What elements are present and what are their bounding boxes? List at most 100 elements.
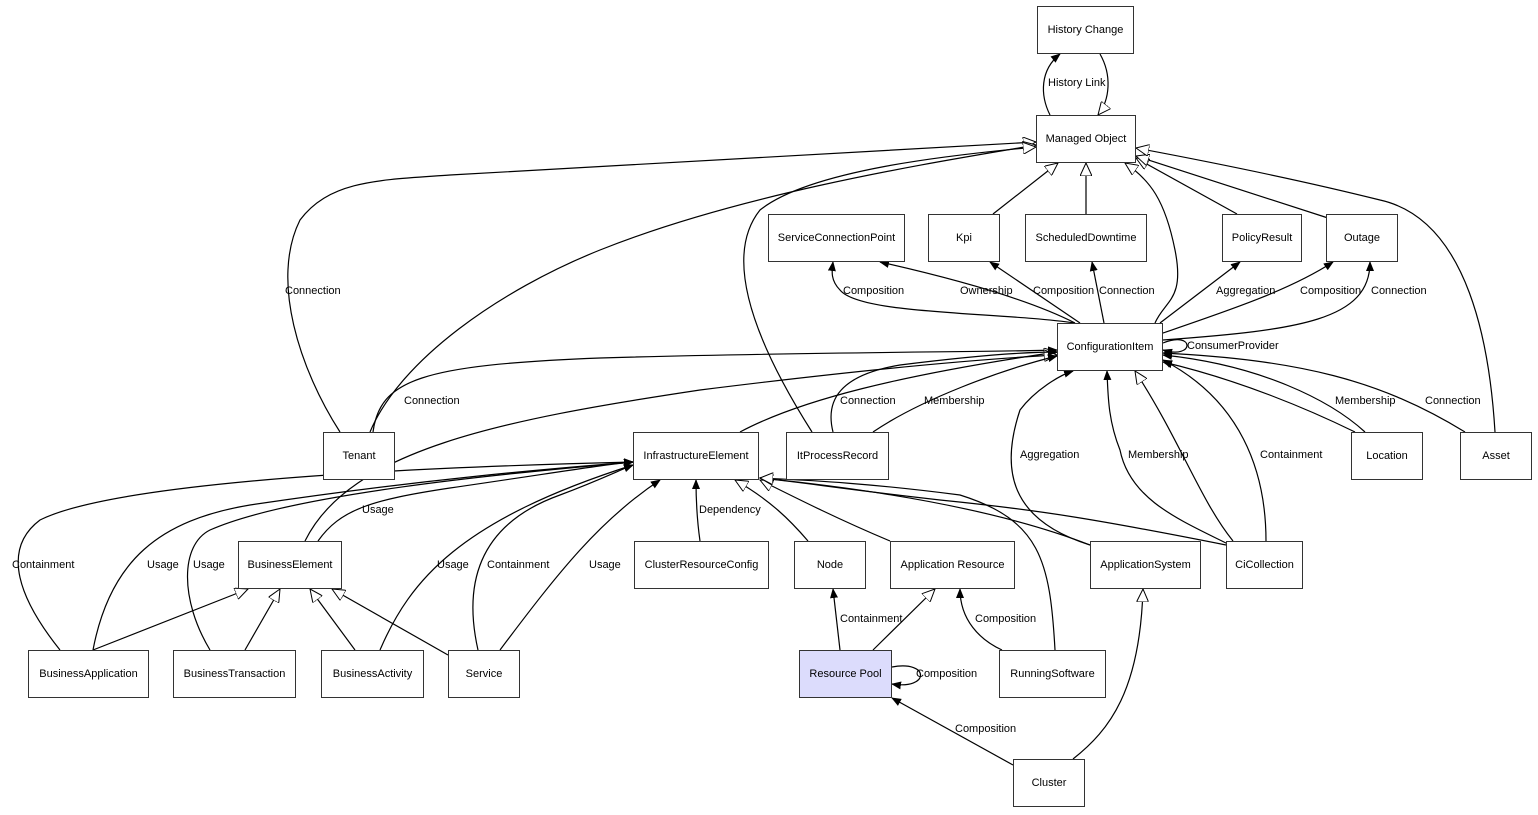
node-business-element[interactable]: BusinessElement — [238, 541, 342, 589]
edge-cluster-to-resource-pool — [891, 697, 1014, 766]
edge-business-element-to-infrastructure-element — [317, 458, 634, 542]
node-label: Location — [1366, 450, 1408, 462]
node-it-process-record[interactable]: ItProcessRecord — [786, 432, 889, 480]
edge-configuration-item-to-managed-object — [1125, 163, 1179, 324]
node-cluster[interactable]: Cluster — [1013, 759, 1085, 807]
edge-business-application-to-infrastructure-element — [17, 458, 634, 651]
node-tenant[interactable]: Tenant — [323, 432, 395, 480]
node-ci-collection[interactable]: CiCollection — [1226, 541, 1303, 589]
node-history-change[interactable]: History Change — [1037, 6, 1134, 54]
node-business-activity[interactable]: BusinessActivity — [321, 650, 424, 698]
edge-label: Connection — [404, 395, 460, 407]
edge-label: Composition — [1033, 285, 1095, 297]
node-label: ApplicationSystem — [1100, 559, 1191, 571]
node-scheduled-downtime[interactable]: ScheduledDowntime — [1025, 214, 1147, 262]
edge-it-process-record-to-configuration-item — [830, 348, 1058, 433]
edge-managed-object-to-history-change — [1042, 53, 1061, 116]
edge-node-to-infrastructure-element — [735, 480, 809, 542]
edge-label: Composition — [955, 723, 1017, 735]
edge-label: History Link — [1048, 77, 1106, 89]
node-label: ItProcessRecord — [796, 450, 879, 462]
node-label: PolicyResult — [1231, 232, 1293, 244]
node-label: Service — [465, 668, 503, 680]
node-outage[interactable]: Outage — [1326, 214, 1398, 262]
edge-label: Aggregation — [1216, 285, 1276, 297]
edge-label: Ownership — [960, 285, 1013, 297]
edge-business-activity-to-infrastructure-element — [379, 463, 634, 651]
edge-configuration-item-to-outage — [1162, 261, 1334, 334]
edge-resource-pool-to-application-resource — [872, 589, 935, 651]
node-node[interactable]: Node — [794, 541, 866, 589]
node-cluster-resource-config[interactable]: ClusterResourceConfig — [634, 541, 769, 589]
node-label: Node — [816, 559, 844, 571]
edge-label: Membership — [1128, 449, 1189, 461]
edge-configuration-item-to-kpi — [989, 261, 1081, 324]
edge-label: Connection — [1425, 395, 1481, 407]
edge-label: Usage — [147, 559, 179, 571]
node-location[interactable]: Location — [1351, 432, 1423, 480]
node-label: BusinessApplication — [39, 668, 138, 680]
node-asset[interactable]: Asset — [1460, 432, 1532, 480]
edge-configuration-item-to-configuration-item — [1162, 339, 1188, 357]
edge-configuration-item-to-service-connection-point — [827, 261, 1076, 324]
edge-business-activity-to-business-element — [310, 589, 356, 651]
edge-label: Usage — [589, 559, 621, 571]
node-business-application[interactable]: BusinessApplication — [28, 650, 149, 698]
edge-history-change-to-managed-object — [1098, 53, 1108, 115]
node-label: RunningSoftware — [1010, 668, 1095, 680]
edge-label: Composition — [1300, 285, 1362, 297]
edge-configuration-item-to-outage — [1162, 261, 1374, 341]
node-label: BusinessTransaction — [183, 668, 286, 680]
edge-label: Composition — [975, 613, 1037, 625]
node-label: ClusterResourceConfig — [644, 559, 759, 571]
edge-outage-to-managed-object — [1136, 156, 1329, 219]
node-application-system[interactable]: ApplicationSystem — [1090, 541, 1201, 589]
node-configuration-item[interactable]: ConfigurationItem — [1057, 323, 1163, 371]
node-infrastructure-element[interactable]: InfrastructureElement — [633, 432, 759, 480]
edge-label: Connection — [1099, 285, 1155, 297]
edge-kpi-to-managed-object — [992, 163, 1058, 215]
node-label: Application Resource — [900, 559, 1005, 571]
edge-configuration-item-to-service-connection-point — [879, 260, 1076, 324]
edge-ci-collection-to-configuration-item — [1162, 359, 1267, 542]
edge-it-process-record-to-configuration-item — [872, 354, 1058, 433]
edge-label: Connection — [840, 395, 896, 407]
node-resource-pool[interactable]: Resource Pool — [799, 650, 892, 698]
node-label: Cluster — [1031, 777, 1067, 789]
edge-asset-to-configuration-item — [1162, 349, 1466, 433]
node-label: Asset — [1482, 450, 1510, 462]
edge-resource-pool-to-resource-pool — [891, 665, 921, 690]
edge-label: Composition — [916, 668, 978, 680]
edge-label: Connection — [1371, 285, 1427, 297]
node-label: BusinessElement — [247, 559, 333, 571]
node-business-transaction[interactable]: BusinessTransaction — [173, 650, 296, 698]
node-label: Tenant — [342, 450, 376, 462]
edge-tenant-to-managed-object — [287, 142, 1036, 433]
edge-label: Usage — [362, 504, 394, 516]
edge-label: Dependency — [699, 504, 761, 516]
edge-application-system-to-configuration-item — [1010, 369, 1091, 546]
node-label: BusinessActivity — [332, 668, 413, 680]
edge-business-application-to-business-element — [92, 589, 248, 651]
node-running-software[interactable]: RunningSoftware — [999, 650, 1106, 698]
edge-policy-result-to-managed-object — [1136, 158, 1238, 215]
edge-label: Containment — [840, 613, 903, 625]
node-application-resource[interactable]: Application Resource — [890, 541, 1015, 589]
node-kpi[interactable]: Kpi — [928, 214, 1000, 262]
edge-running-software-to-infrastructure-element — [760, 478, 1056, 651]
edge-infrastructure-element-to-configuration-item — [739, 352, 1057, 433]
node-managed-object[interactable]: Managed Object — [1036, 115, 1136, 163]
edge-business-application-to-infrastructure-element — [92, 458, 634, 651]
node-label: History Change — [1047, 24, 1124, 36]
edge-label: Usage — [437, 559, 469, 571]
edge-tenant-to-managed-object — [369, 145, 1036, 433]
edge-label: Composition — [843, 285, 905, 297]
edge-service-to-business-element — [332, 589, 449, 656]
node-label: ScheduledDowntime — [1035, 232, 1137, 244]
edge-cluster-to-application-system — [1072, 589, 1143, 760]
node-service[interactable]: Service — [448, 650, 520, 698]
node-policy-result[interactable]: PolicyResult — [1222, 214, 1302, 262]
node-service-connection-point[interactable]: ServiceConnectionPoint — [768, 214, 905, 262]
edge-asset-to-managed-object — [1136, 148, 1496, 433]
